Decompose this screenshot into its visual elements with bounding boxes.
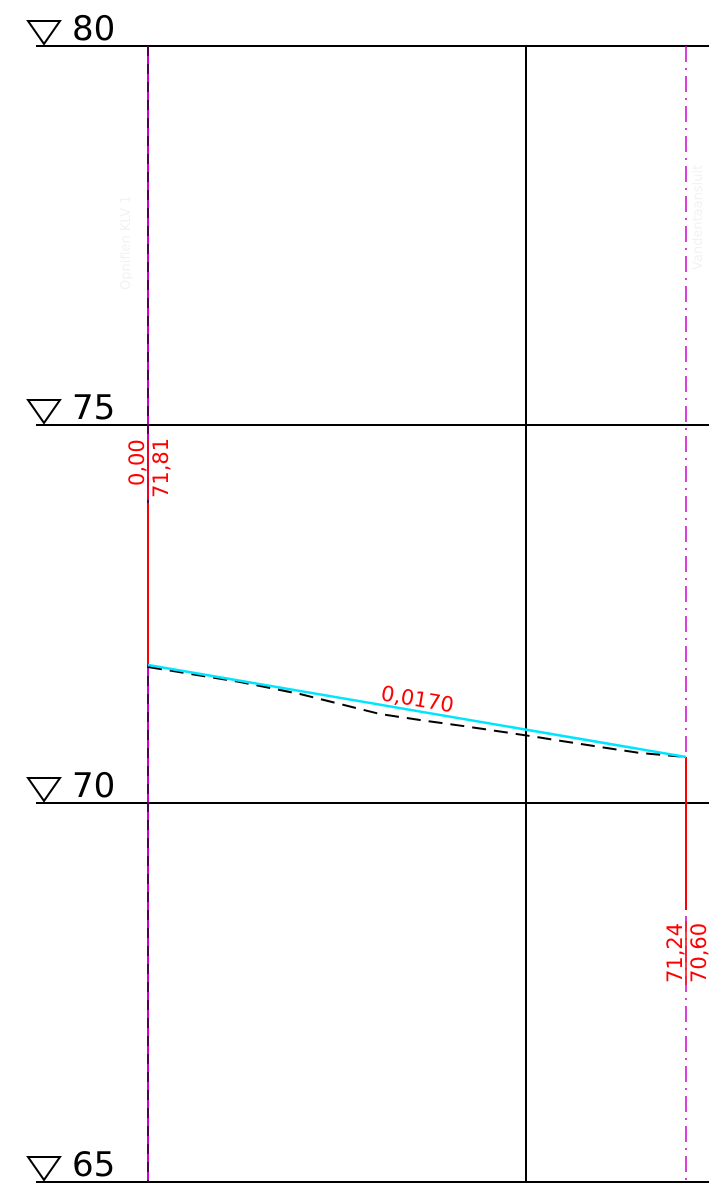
left-station-bottom-value: 71,81 xyxy=(149,438,173,498)
elevation-marker-70: 70 xyxy=(26,766,115,806)
elevation-marker-65: 65 xyxy=(26,1145,115,1185)
elevation-label-65: 65 xyxy=(72,1145,115,1185)
right-station-bottom-value: 70,60 xyxy=(687,923,709,983)
triangle-down-icon xyxy=(26,777,62,803)
elevation-label-75: 75 xyxy=(72,388,115,428)
pipe-line xyxy=(147,663,687,759)
elevation-label-70: 70 xyxy=(72,766,115,806)
triangle-down-icon xyxy=(26,399,62,425)
ground-profile-line xyxy=(147,666,687,758)
left-station-name: Opnifien KLV 1 xyxy=(119,195,134,290)
left-station-annotation: 0,00 71,81 xyxy=(125,438,173,500)
right-station-top-value: 71,24 xyxy=(663,923,687,983)
right-station-annotation: 71,24 70,60 xyxy=(663,921,709,985)
elevation-marker-80: 80 xyxy=(26,9,115,49)
triangle-down-icon xyxy=(26,20,62,46)
elevation-marker-75: 75 xyxy=(26,388,115,428)
triangle-down-icon xyxy=(26,1156,62,1182)
left-station-top-value: 0,00 xyxy=(125,439,149,486)
elevation-label-80: 80 xyxy=(72,9,115,49)
right-station-name: Vandentaansluit xyxy=(691,165,706,270)
